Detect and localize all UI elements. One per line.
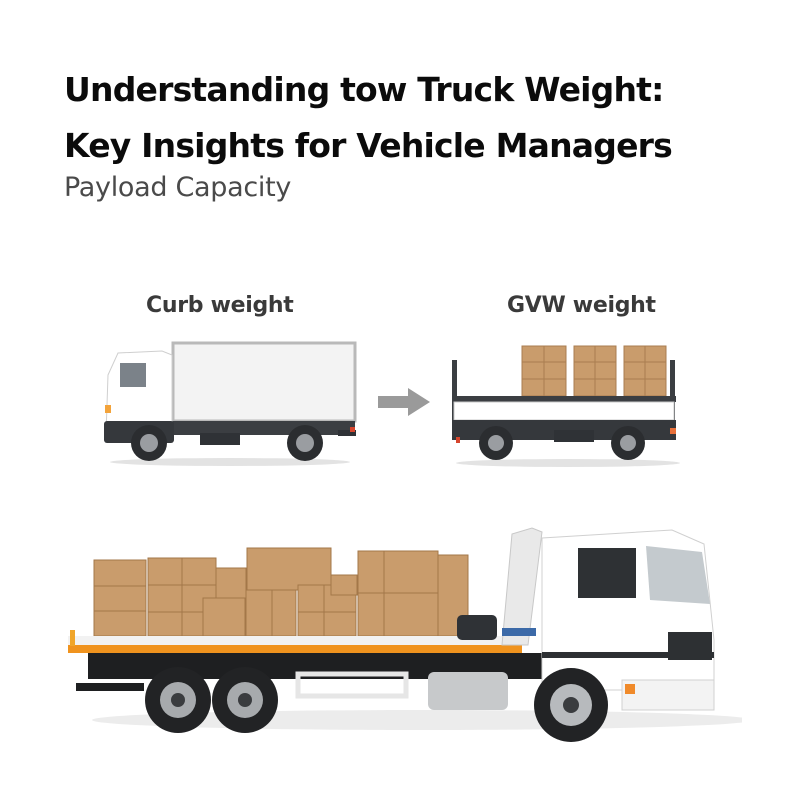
tow-truck-illustration [68, 527, 742, 742]
right-arrow-icon [378, 388, 430, 416]
title-line-1: Understanding tow Truck Weight: [64, 70, 664, 109]
gvw-weight-label: GVW weight [507, 293, 656, 318]
curb-weight-truck-illustration [104, 341, 357, 466]
title-line-2: Key Insights for Vehicle Managers [64, 126, 673, 165]
subtitle: Payload Capacity [64, 172, 292, 203]
curb-weight-label: Curb weight [146, 293, 294, 318]
gvw-weight-truck-illustration [452, 345, 680, 467]
page-title: Understanding tow Truck Weight: Key Insi… [64, 62, 764, 174]
